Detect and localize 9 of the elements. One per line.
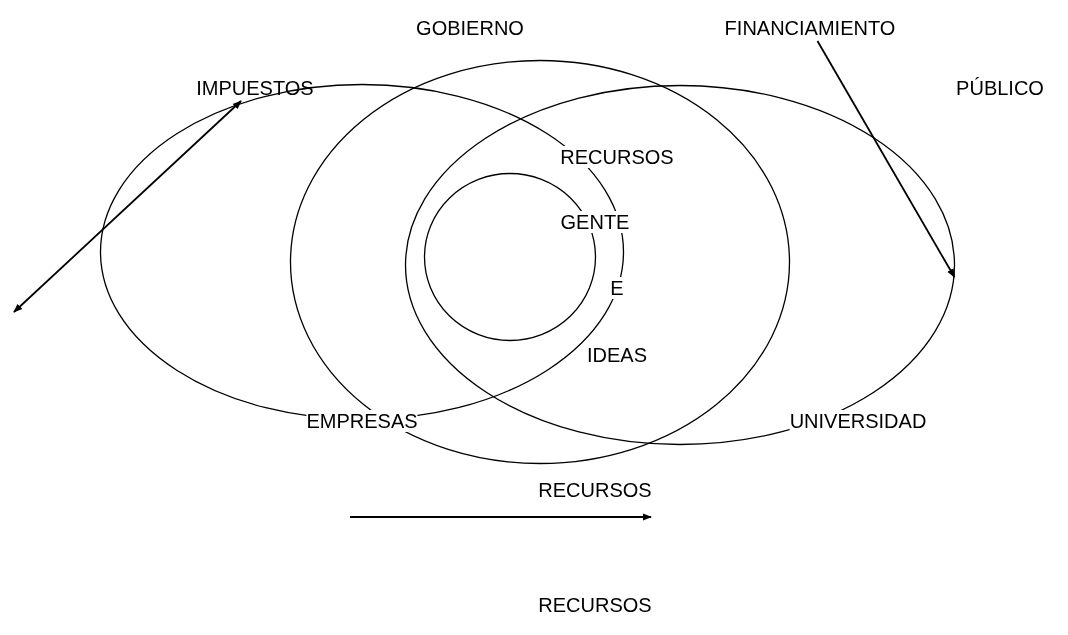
text-label: E [610, 277, 624, 299]
text-label: RECURSOS [560, 146, 674, 168]
arrow [816, 40, 956, 278]
node-label: FINANCIAMIENTO [724, 17, 896, 39]
region-label: EMPRESAS [306, 410, 418, 432]
node-label: IMPUESTOS [196, 77, 314, 99]
region-label: UNIVERSIDAD [789, 410, 927, 432]
arrow [13, 100, 242, 313]
text-label: GENTE [560, 211, 630, 233]
